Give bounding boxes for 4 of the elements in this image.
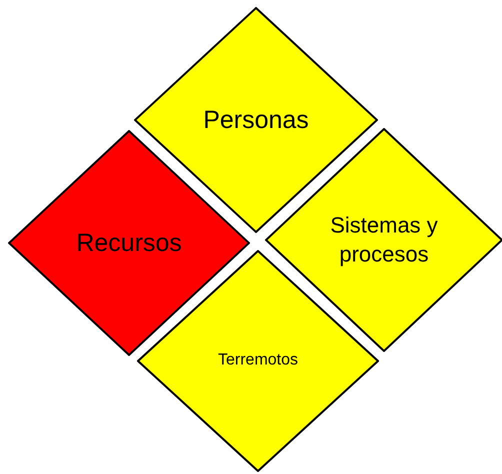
diamond-label: Recursos: [75, 228, 183, 259]
diamond-label: Personas: [202, 104, 310, 136]
diamond-label: Sistemas y procesos: [329, 211, 439, 268]
diamond-label: Terremotos: [216, 350, 300, 371]
